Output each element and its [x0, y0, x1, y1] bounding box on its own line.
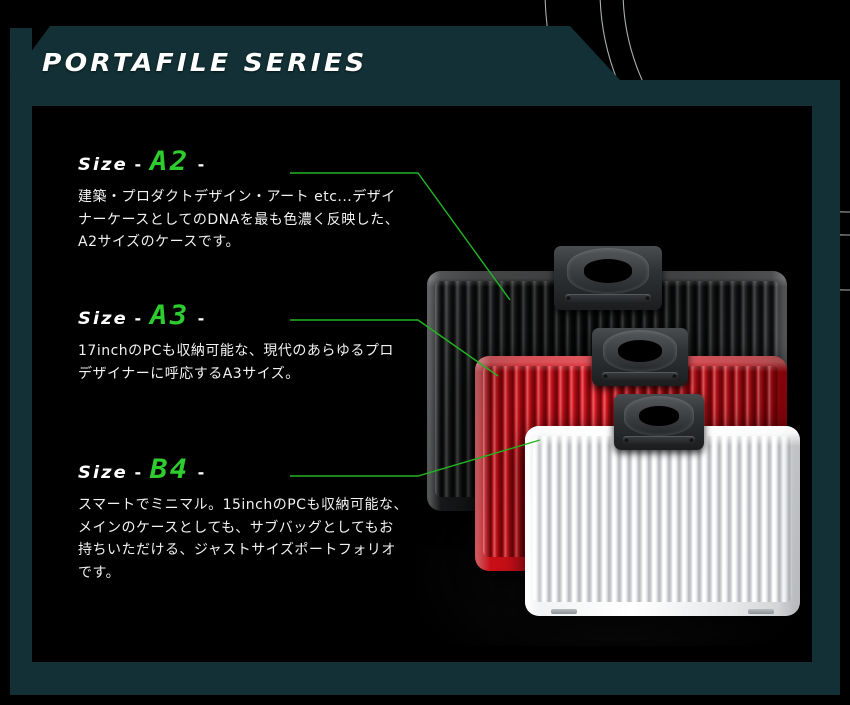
spec-heading-b4: Size - B4 - — [78, 454, 418, 485]
spec-label: Size — [78, 155, 128, 175]
spec-dash: - — [134, 309, 142, 328]
spec-dash: - — [134, 155, 142, 174]
frame-left-border — [10, 28, 32, 695]
spec-block-a2: Size - A2 - 建築・プロダクトデザイン・アート etc...デザイナー… — [78, 148, 418, 254]
handle-screw — [689, 437, 694, 442]
handle-screw — [624, 437, 629, 442]
spec-description-b4: スマートでミニマル。15inchのPCも収納可能な、メインのケースとしても、サブ… — [78, 497, 408, 582]
frame-bottom-border — [10, 662, 840, 695]
spec-block-a3: Size - A3 - 17inchのPCも収納可能な、現代のあらゆるプロデザイ… — [78, 302, 418, 385]
handle-white-case — [614, 394, 704, 450]
handle-loop-hole — [618, 340, 662, 362]
handle-loop — [624, 396, 694, 436]
product-photo — [417, 246, 812, 646]
handle-loop — [567, 248, 649, 294]
spec-dash-end: - — [197, 309, 205, 328]
spec-dash: - — [134, 463, 142, 482]
page-title: PORTAFILE SERIES — [42, 48, 368, 77]
handle-red-case — [592, 328, 688, 386]
case-foot — [551, 609, 577, 614]
spec-label: Size — [78, 309, 128, 329]
handle-screw — [603, 373, 608, 378]
spec-block-b4: Size - B4 - スマートでミニマル。15inchのPCも収納可能な、メイ… — [78, 456, 418, 585]
case-ribs — [533, 436, 792, 602]
spec-label: Size — [78, 463, 128, 483]
product-white-case-b4 — [525, 426, 800, 616]
spec-size-value-a2: A2 — [150, 146, 190, 177]
spec-size-value-a3: A3 — [150, 300, 190, 331]
handle-plate — [564, 294, 652, 302]
handle-loop — [603, 330, 677, 372]
spec-size-value-b4: B4 — [150, 454, 190, 485]
handle-loop-hole — [639, 406, 679, 426]
spec-description-a2: 建築・プロダクトデザイン・アート etc...デザイナーケースとしてのDNAを最… — [78, 189, 400, 251]
spec-heading-a3: Size - A3 - — [78, 300, 418, 331]
spec-dash-end: - — [197, 155, 205, 174]
handle-screw — [645, 295, 650, 300]
handle-screw — [672, 373, 677, 378]
frame-right-border — [812, 80, 840, 695]
content-panel: Size - A2 - 建築・プロダクトデザイン・アート etc...デザイナー… — [32, 106, 812, 662]
case-foot — [748, 609, 774, 614]
handle-screw — [566, 295, 571, 300]
title-banner-shape — [10, 26, 620, 106]
spec-dash-end: - — [197, 463, 205, 482]
handle-plate — [623, 436, 695, 444]
handle-loop-hole — [584, 259, 632, 283]
handle-plate — [601, 372, 679, 380]
handle-black-case — [554, 246, 662, 310]
spec-description-a3: 17inchのPCも収納可能な、現代のあらゆるプロデザイナーに呼応するA3サイズ… — [78, 343, 394, 382]
spec-heading-a2: Size - A2 - — [78, 146, 418, 177]
